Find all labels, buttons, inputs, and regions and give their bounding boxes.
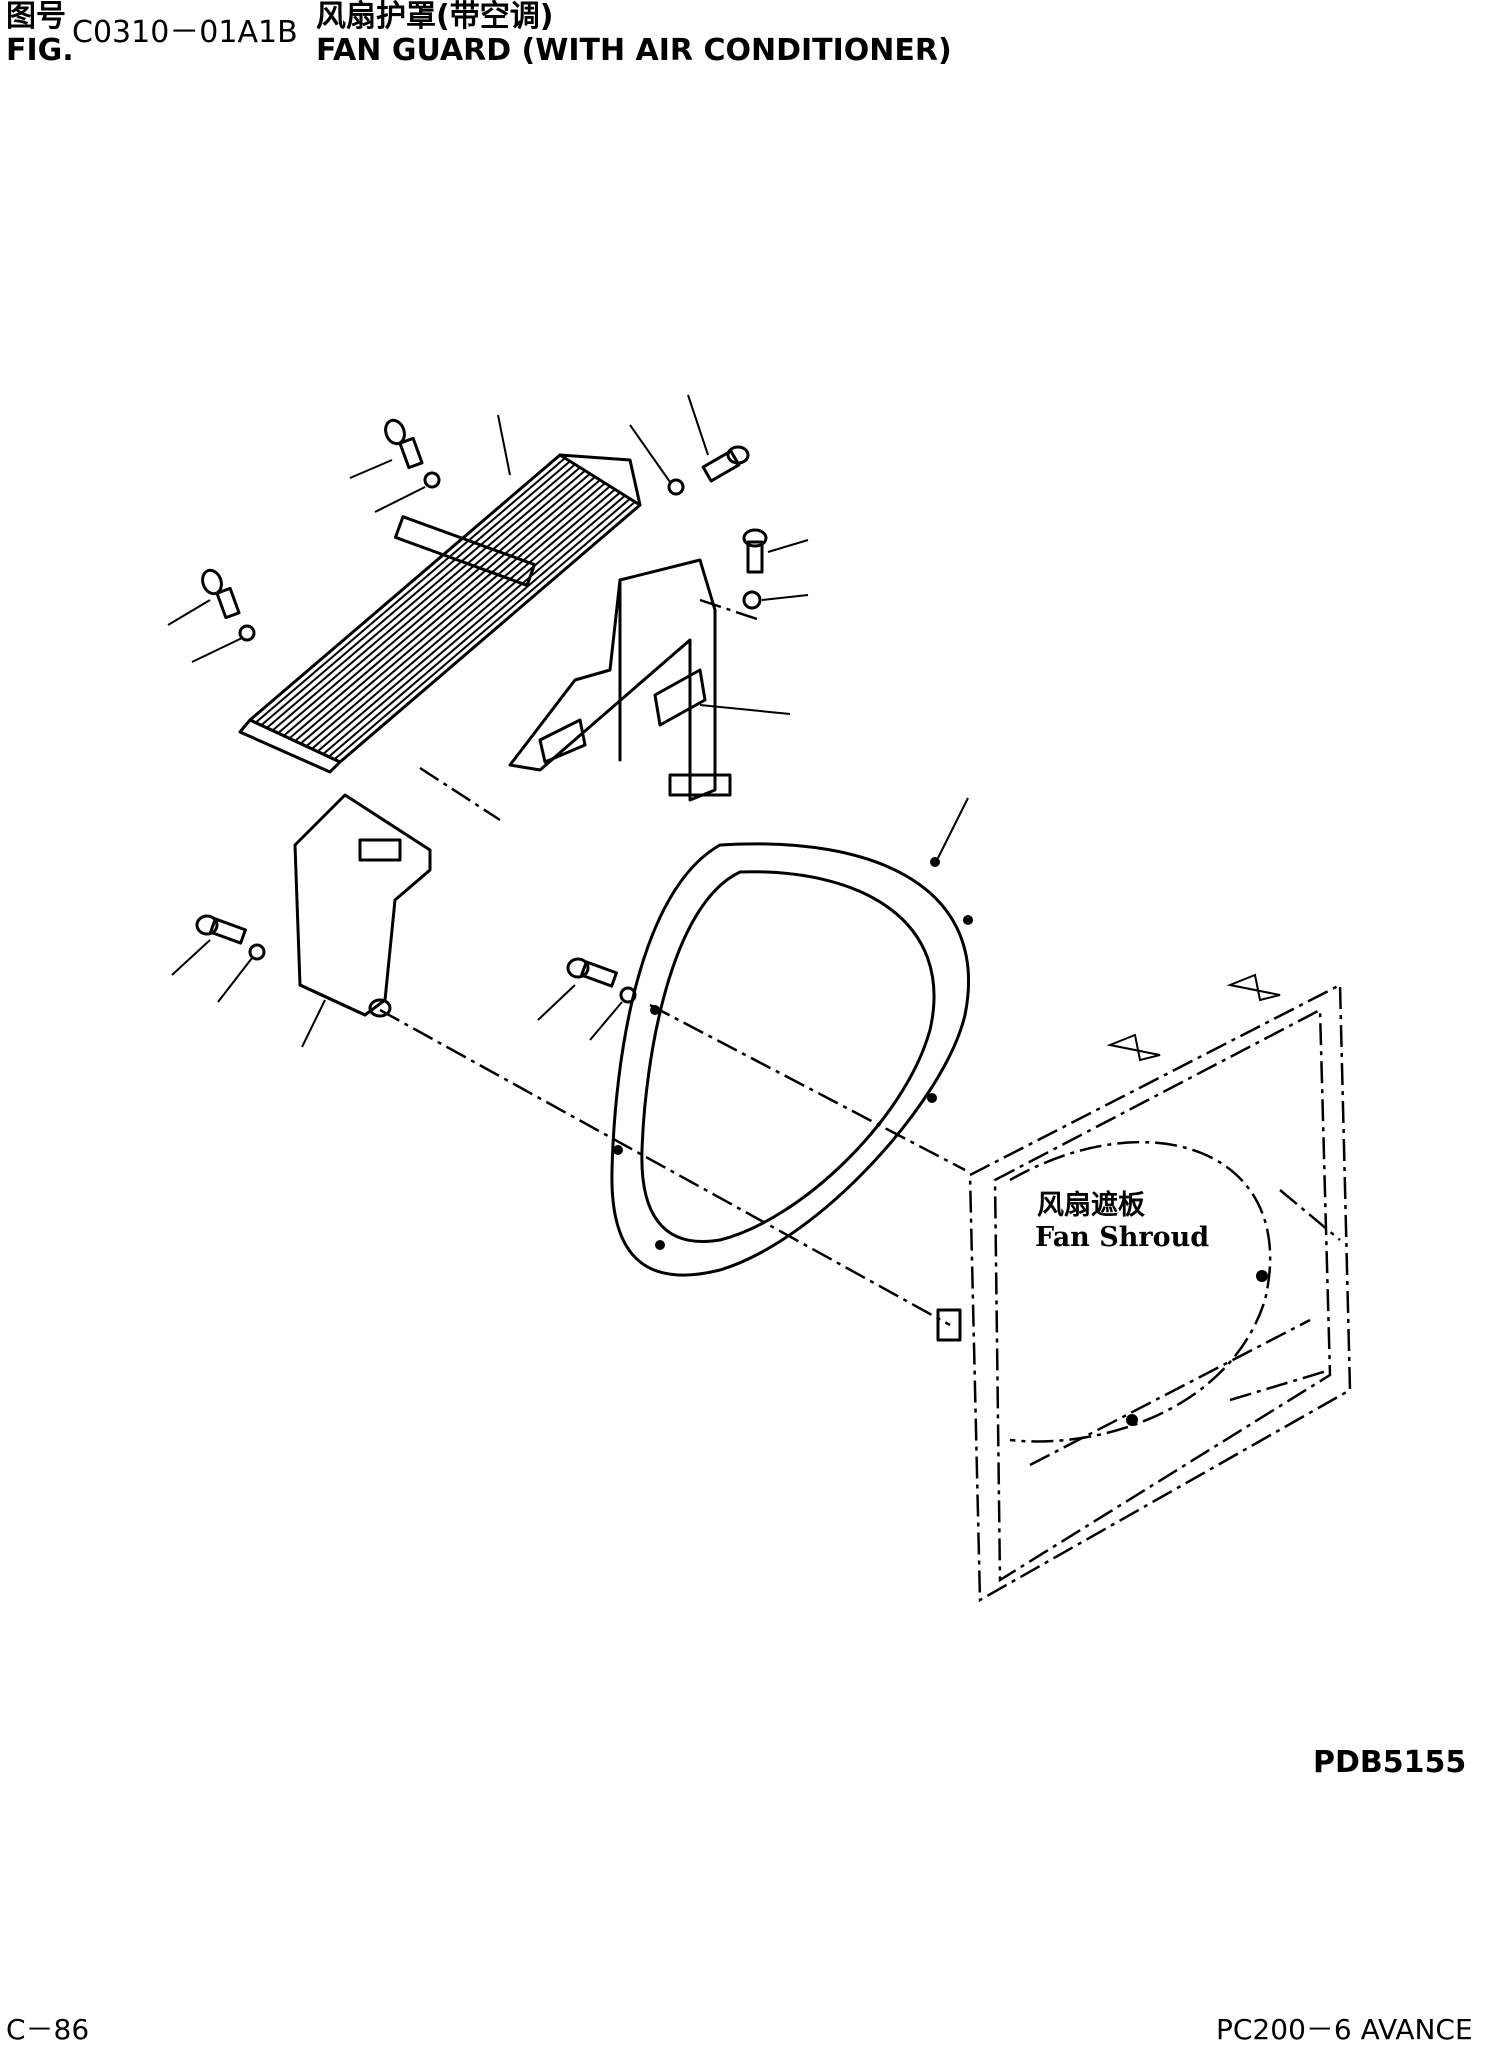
grille-bar — [299, 482, 606, 745]
grille-bar — [271, 466, 581, 732]
shroud-label-cn: 风扇遮板 — [1037, 1189, 1145, 1221]
lower-bracket — [293, 793, 432, 1018]
grille-bar — [316, 491, 621, 753]
bolt-icon — [195, 914, 247, 945]
leader-lines — [167, 394, 969, 1048]
grille-bar — [260, 460, 571, 727]
grille-bar — [294, 479, 601, 742]
grille-bar — [277, 469, 586, 734]
figure-number: C0310－01A1B — [72, 15, 298, 50]
bolt-icon — [742, 528, 768, 574]
fan-ring — [610, 842, 973, 1277]
bolt-icon — [566, 957, 618, 988]
title-en: FAN GUARD (WITH AIR CONDITIONER) — [316, 33, 952, 68]
bolts-and-washers — [195, 418, 768, 1004]
grille-bar — [254, 457, 566, 724]
bolt-icon — [201, 568, 241, 620]
grille-bar — [328, 497, 631, 758]
model-name: PC200－6 AVANCE — [1216, 2013, 1473, 2046]
fan-guard-grille — [238, 453, 642, 774]
fig-label-en: FIG. — [6, 33, 74, 68]
title-cn: 风扇护罩(带空调) — [316, 0, 554, 34]
grille-bar — [333, 501, 636, 761]
assembly-lines — [379, 598, 966, 1327]
side-bracket — [508, 558, 732, 802]
page-number: C－86 — [6, 2013, 90, 2046]
washer-icon — [619, 986, 637, 1004]
washer-icon — [423, 471, 441, 489]
shroud-label-en: Fan Shroud — [1035, 1222, 1209, 1253]
washer-icon — [667, 478, 685, 496]
fan-shroud — [936, 973, 1352, 1603]
grille-bar — [288, 476, 596, 740]
washer-icon — [742, 590, 762, 610]
grille-bar — [305, 485, 611, 748]
drawing-code: PDB5155 — [1313, 1745, 1467, 1780]
grille-bar — [322, 494, 626, 755]
bolt-icon — [384, 418, 424, 470]
washer-icon — [238, 624, 256, 642]
grille-bar — [311, 488, 616, 750]
washer-icon — [248, 943, 266, 961]
grille-bar — [266, 463, 576, 729]
bolt-icon — [701, 445, 750, 483]
grille-bar — [283, 472, 591, 737]
fig-label-cn: 图号 — [6, 0, 66, 34]
